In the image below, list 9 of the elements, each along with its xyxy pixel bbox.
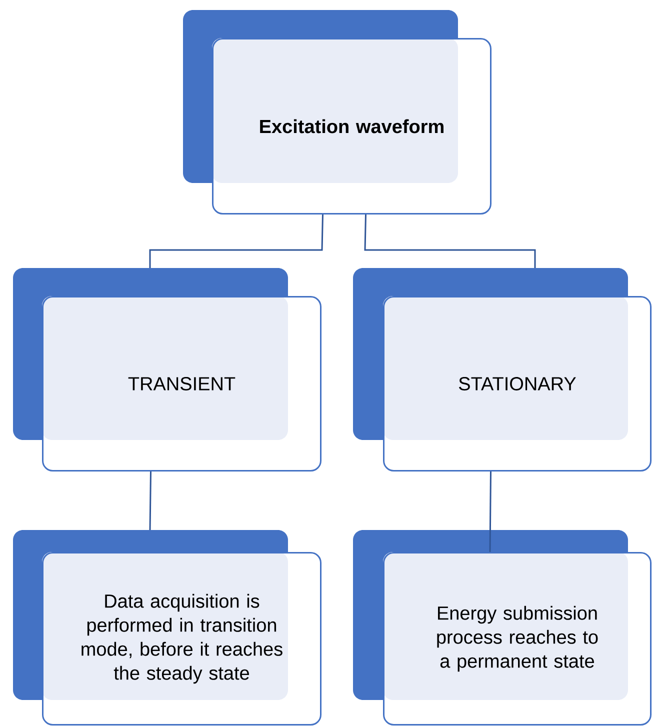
- process-box: Data acquisition is performed in transition mode, before it reaches the steady state: [13, 530, 322, 726]
- connector: [149, 471, 152, 530]
- connector: [364, 214, 536, 268]
- process-box: Excitation waveform: [183, 10, 492, 214]
- process-box: Energy submission process reaches to a permanent state: [353, 530, 652, 726]
- connector: [149, 214, 324, 268]
- connector: [489, 471, 492, 552]
- process-box: STATIONARY: [353, 268, 652, 472]
- process-box: TRANSIENT: [13, 268, 322, 472]
